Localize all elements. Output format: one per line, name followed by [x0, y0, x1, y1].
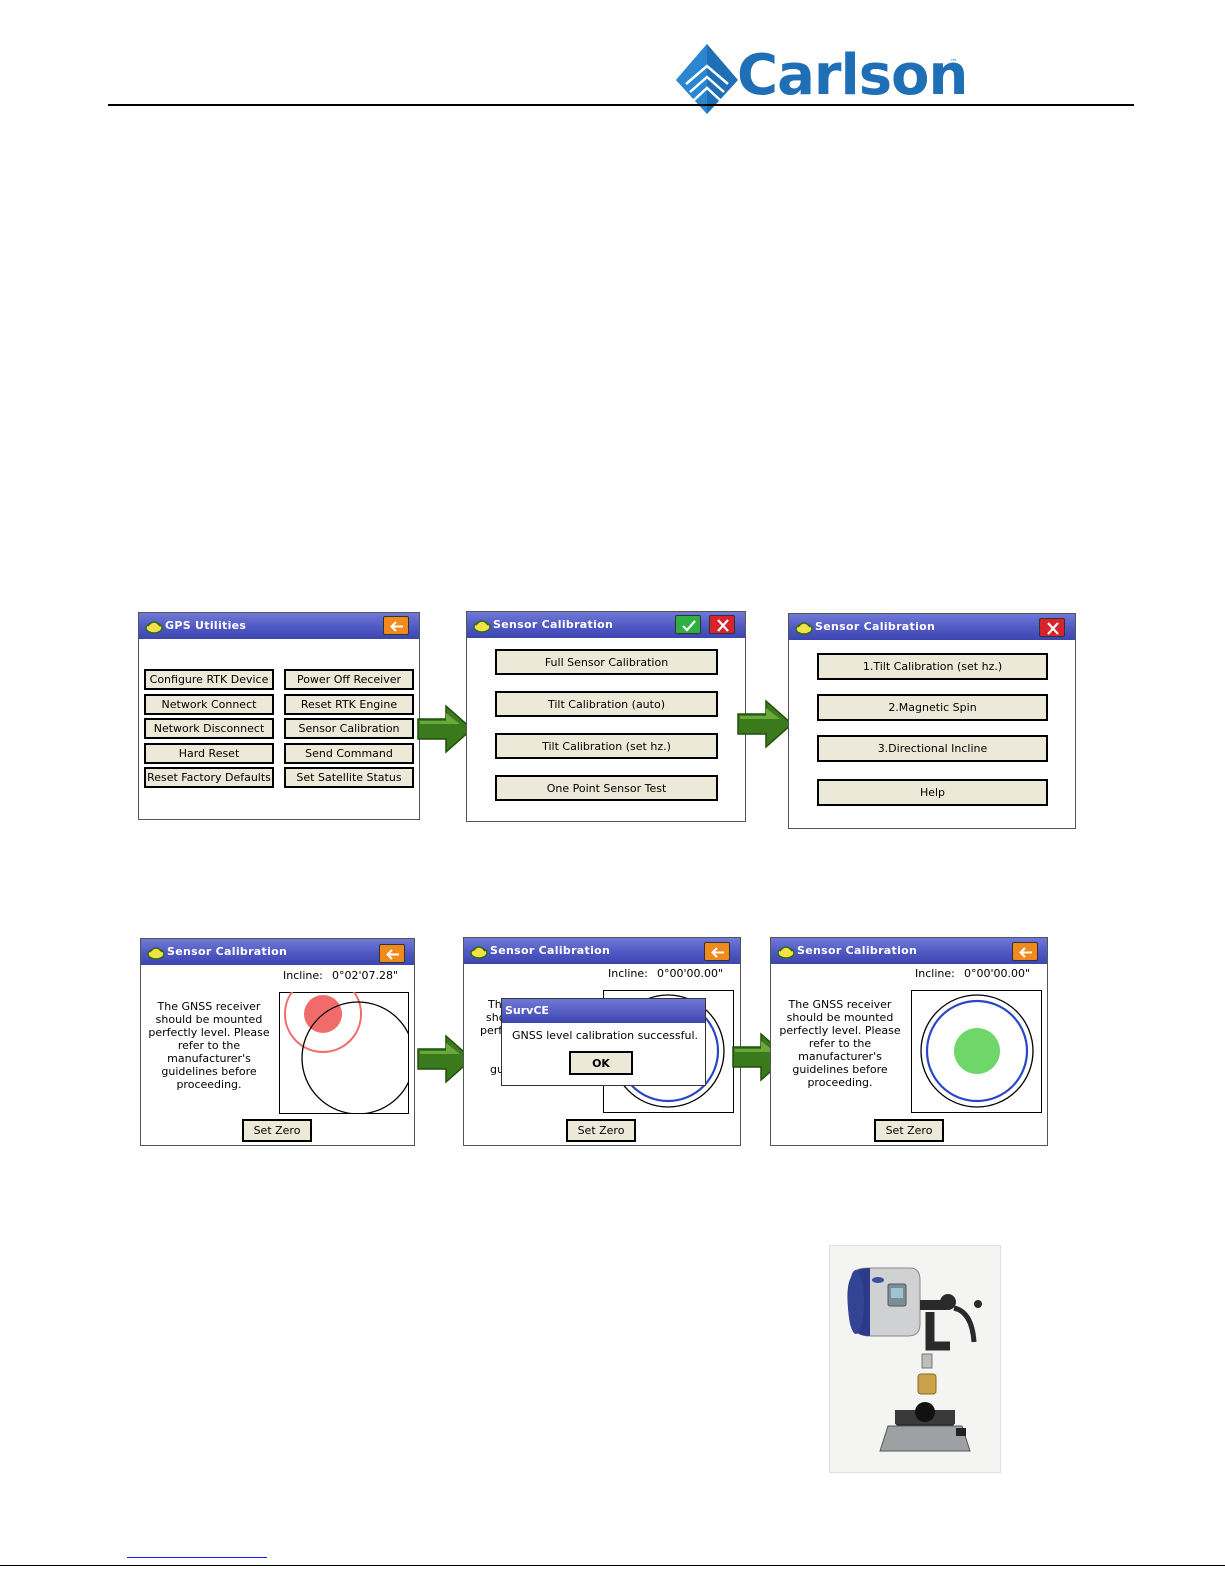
next-step-arrow-icon — [417, 1034, 474, 1084]
surveyor-helmet-icon — [795, 622, 813, 635]
incline-value: 0°02'07.28" — [332, 969, 399, 982]
tilt-calibration-set-hz-button[interactable]: Tilt Calibration (set hz.) — [495, 733, 718, 759]
level-bubble — [954, 1028, 1000, 1074]
level-instructions: The GNSS receiver should be mounted perf… — [148, 1000, 270, 1091]
target-circle — [301, 1001, 409, 1114]
next-step-arrow-icon — [737, 699, 794, 749]
incline-value: 0°00'00.00" — [964, 967, 1031, 980]
titlebar: Sensor Calibration — [771, 938, 1047, 964]
footer-rule — [0, 1565, 1225, 1566]
one-point-sensor-test-button[interactable]: One Point Sensor Test — [495, 775, 718, 801]
carlson-logo-icon — [676, 44, 738, 114]
close-button[interactable] — [1039, 618, 1065, 637]
bubble-ring — [284, 992, 362, 1053]
set-zero-button[interactable]: Set Zero — [242, 1119, 312, 1142]
titlebar: Sensor Calibration — [464, 938, 740, 964]
accept-button[interactable] — [675, 615, 701, 634]
brand-name: Carlson — [737, 43, 968, 108]
window-title: Sensor Calibration — [815, 620, 936, 633]
brand-trademark: ™ — [950, 58, 957, 66]
gps-utilities-window: GPS Utilities Configure RTK Device Netwo… — [138, 612, 420, 820]
sensor-calibration-button[interactable]: Sensor Calibration — [284, 718, 414, 739]
hard-reset-button[interactable]: Hard Reset — [144, 743, 274, 764]
close-button[interactable] — [709, 615, 735, 634]
configure-rtk-device-button[interactable]: Configure RTK Device — [144, 669, 274, 690]
window-title: Sensor Calibration — [167, 945, 288, 958]
level-calibration-dialog-window: Sensor Calibration Incline: 0°00'00.00" … — [463, 937, 741, 1146]
window-title: Sensor Calibration — [797, 944, 918, 957]
back-button[interactable] — [704, 942, 730, 961]
back-button[interactable] — [383, 616, 409, 635]
back-arrow-icon — [711, 947, 724, 958]
power-off-receiver-button[interactable]: Power Off Receiver — [284, 669, 414, 690]
tilt-calibration-auto-button[interactable]: Tilt Calibration (auto) — [495, 691, 718, 717]
titlebar: Sensor Calibration — [467, 612, 745, 638]
close-icon — [1047, 622, 1059, 635]
sensor-calibration-steps-window: Sensor Calibration 1.Tilt Calibration (s… — [788, 613, 1076, 829]
set-zero-button[interactable]: Set Zero — [874, 1119, 944, 1142]
surveyor-helmet-icon — [470, 946, 488, 959]
level-calibration-before-window: Sensor Calibration Incline: 0°02'07.28" … — [140, 938, 415, 1146]
back-arrow-icon — [386, 949, 399, 960]
back-arrow-icon — [1019, 947, 1032, 958]
target-circle — [920, 994, 1034, 1108]
bubble-level-display — [279, 992, 409, 1114]
titlebar: Sensor Calibration — [789, 614, 1075, 640]
header-rule — [108, 104, 1134, 106]
set-zero-button[interactable]: Set Zero — [566, 1119, 636, 1142]
network-connect-button[interactable]: Network Connect — [144, 694, 274, 715]
magnetic-spin-step-button[interactable]: 2.Magnetic Spin — [817, 694, 1048, 721]
incline-value: 0°00'00.00" — [657, 967, 724, 980]
back-button[interactable] — [379, 944, 405, 963]
close-icon — [717, 619, 729, 632]
titlebar: Sensor Calibration — [141, 939, 414, 965]
back-button[interactable] — [1012, 942, 1038, 961]
level-calibration-after-window: Sensor Calibration Incline: 0°00'00.00" … — [770, 937, 1048, 1146]
survce-message-dialog: SurvCE GNSS level calibration successful… — [501, 998, 706, 1086]
bubble-ring — [925, 999, 1029, 1103]
surveyor-helmet-icon — [145, 621, 163, 634]
level-instructions: The GNSS receiver should be mounted perf… — [779, 998, 901, 1089]
tilt-calibration-step-button[interactable]: 1.Tilt Calibration (set hz.) — [817, 653, 1048, 680]
incline-label: Incline: — [915, 967, 955, 980]
next-step-arrow-icon — [417, 704, 474, 754]
dialog-ok-button[interactable]: OK — [569, 1051, 633, 1075]
checkmark-icon — [682, 620, 696, 632]
gnss-receiver-photo — [829, 1245, 1001, 1473]
surveyor-helmet-icon — [473, 620, 491, 633]
bubble-level-display — [911, 990, 1042, 1113]
footer-link-underline[interactable] — [127, 1557, 267, 1558]
window-title: GPS Utilities — [165, 619, 247, 632]
send-command-button[interactable]: Send Command — [284, 743, 414, 764]
directional-incline-step-button[interactable]: 3.Directional Incline — [817, 735, 1048, 762]
full-sensor-calibration-button[interactable]: Full Sensor Calibration — [495, 649, 718, 675]
reset-rtk-engine-button[interactable]: Reset RTK Engine — [284, 694, 414, 715]
titlebar: GPS Utilities — [139, 613, 419, 639]
sensor-calibration-menu-window: Sensor Calibration Full Sensor Calibrati… — [466, 611, 746, 822]
dialog-title: SurvCE — [505, 1004, 549, 1017]
dialog-message: GNSS level calibration successful. — [512, 1029, 699, 1042]
network-disconnect-button[interactable]: Network Disconnect — [144, 718, 274, 739]
reset-factory-defaults-button[interactable]: Reset Factory Defaults — [144, 767, 274, 788]
set-satellite-status-button[interactable]: Set Satellite Status — [284, 767, 414, 788]
surveyor-helmet-icon — [777, 946, 795, 959]
gnss-receiver-illustration — [847, 1267, 982, 1452]
window-title: Sensor Calibration — [493, 618, 614, 631]
incline-label: Incline: — [283, 969, 323, 982]
help-button[interactable]: Help — [817, 779, 1048, 806]
surveyor-helmet-icon — [147, 947, 165, 960]
back-arrow-icon — [390, 621, 403, 632]
window-title: Sensor Calibration — [490, 944, 611, 957]
incline-label: Incline: — [608, 967, 648, 980]
dialog-titlebar: SurvCE — [502, 999, 705, 1023]
